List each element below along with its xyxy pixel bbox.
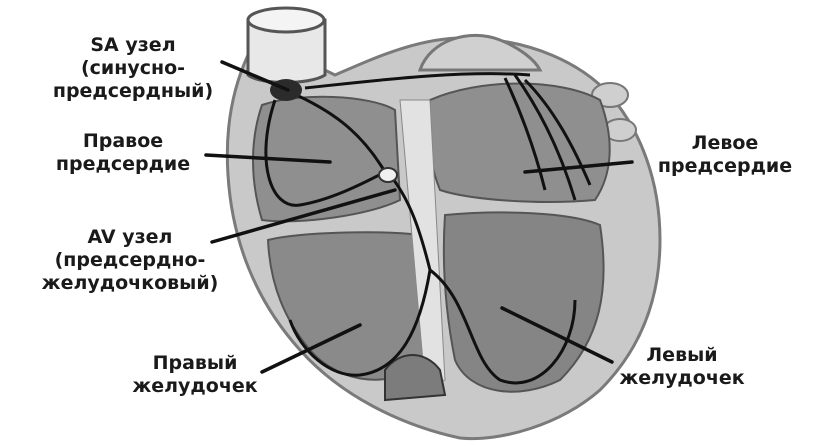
label-sa-node-line3: предсердный): [48, 80, 218, 103]
vena-cava-opening: [248, 8, 324, 32]
label-sa-node-line1: SA узел: [48, 34, 218, 57]
label-av-node: AV узел (предсердно- желудочковый): [40, 226, 220, 295]
label-right-ventricle-line1: Правый: [125, 352, 265, 375]
left-atrium-chamber: [428, 84, 610, 202]
label-av-node-line2: (предсердно-: [40, 249, 220, 272]
label-right-atrium-line1: Правое: [38, 130, 208, 153]
label-av-node-line3: желудочковый): [40, 272, 220, 295]
av-node-marker: [379, 168, 397, 182]
label-right-ventricle: Правый желудочек: [125, 352, 265, 398]
label-right-atrium: Правое предсердие: [38, 130, 208, 176]
label-right-ventricle-line2: желудочек: [125, 375, 265, 398]
label-right-atrium-line2: предсердие: [38, 153, 208, 176]
label-av-node-line1: AV узел: [40, 226, 220, 249]
label-left-atrium: Левое предсердие: [640, 132, 810, 178]
label-left-ventricle-line2: желудочек: [612, 367, 752, 390]
label-left-atrium-line1: Левое: [640, 132, 810, 155]
label-left-ventricle-line1: Левый: [612, 344, 752, 367]
label-left-atrium-line2: предсердие: [640, 155, 810, 178]
label-sa-node-line2: (синусно-: [48, 57, 218, 80]
label-sa-node: SA узел (синусно- предсердный): [48, 34, 218, 103]
label-left-ventricle: Левый желудочек: [612, 344, 752, 390]
